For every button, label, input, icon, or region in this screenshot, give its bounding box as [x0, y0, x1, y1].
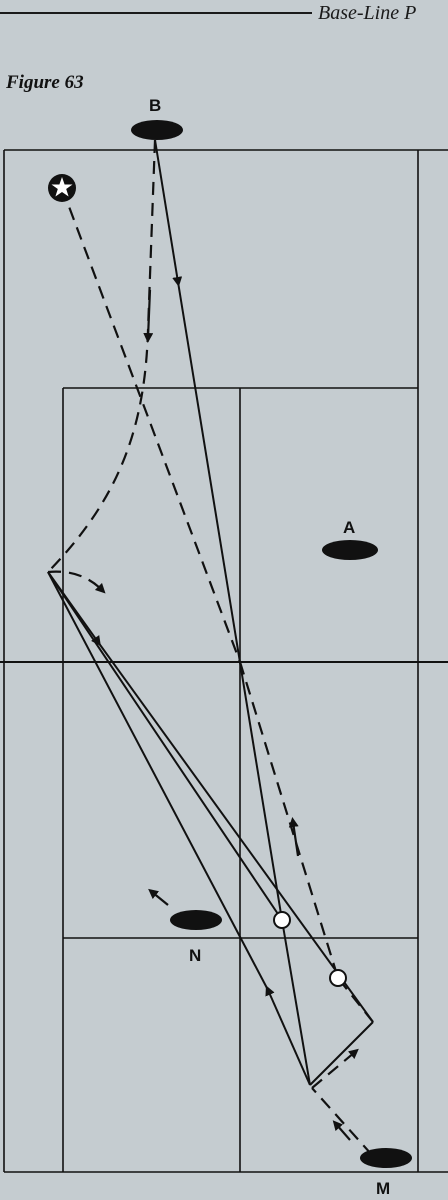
player-m: M	[360, 1148, 412, 1198]
shot-left-down	[47, 571, 101, 647]
star-marker	[48, 174, 76, 202]
move-n-arrow	[148, 888, 169, 906]
shot-right-down	[309, 1021, 374, 1086]
figure-caption: Figure 63	[6, 72, 84, 93]
move-b-curve	[47, 139, 157, 573]
player-b: B	[131, 96, 183, 140]
ball-circle-2	[329, 969, 347, 987]
move-m-to-right	[311, 1087, 373, 1156]
move-star-to-court	[60, 187, 242, 663]
shot-b-to-court	[177, 281, 283, 921]
ball-circle-1	[273, 911, 291, 929]
dashed-movement-paths	[47, 139, 374, 1156]
running-head: Base-Line P	[318, 2, 417, 24]
move-right-line	[337, 977, 374, 1023]
move-b-arrow	[143, 289, 154, 343]
player-n: N	[170, 910, 222, 965]
shot-circle-down	[281, 919, 311, 1086]
move-left-arrow	[47, 570, 106, 594]
player-a-label: A	[343, 518, 355, 537]
shot-left-to-circle	[47, 571, 283, 921]
player-m-label: M	[376, 1179, 390, 1198]
shot-up-continue	[47, 571, 269, 991]
solid-shot-paths	[47, 139, 374, 1086]
court-lines	[0, 149, 448, 1173]
player-a: A	[322, 518, 378, 560]
shot-up-to-left	[265, 985, 311, 1086]
player-b-label: B	[149, 96, 161, 115]
header-rule	[0, 12, 312, 14]
move-to-circle2	[311, 1048, 359, 1089]
shot-left-long	[97, 641, 374, 1023]
move-m-arrow	[332, 1120, 351, 1141]
move-arrow-up	[288, 817, 300, 857]
move-court-to-circle	[238, 661, 340, 979]
player-n-label: N	[189, 946, 201, 965]
shot-b-down	[154, 139, 183, 287]
